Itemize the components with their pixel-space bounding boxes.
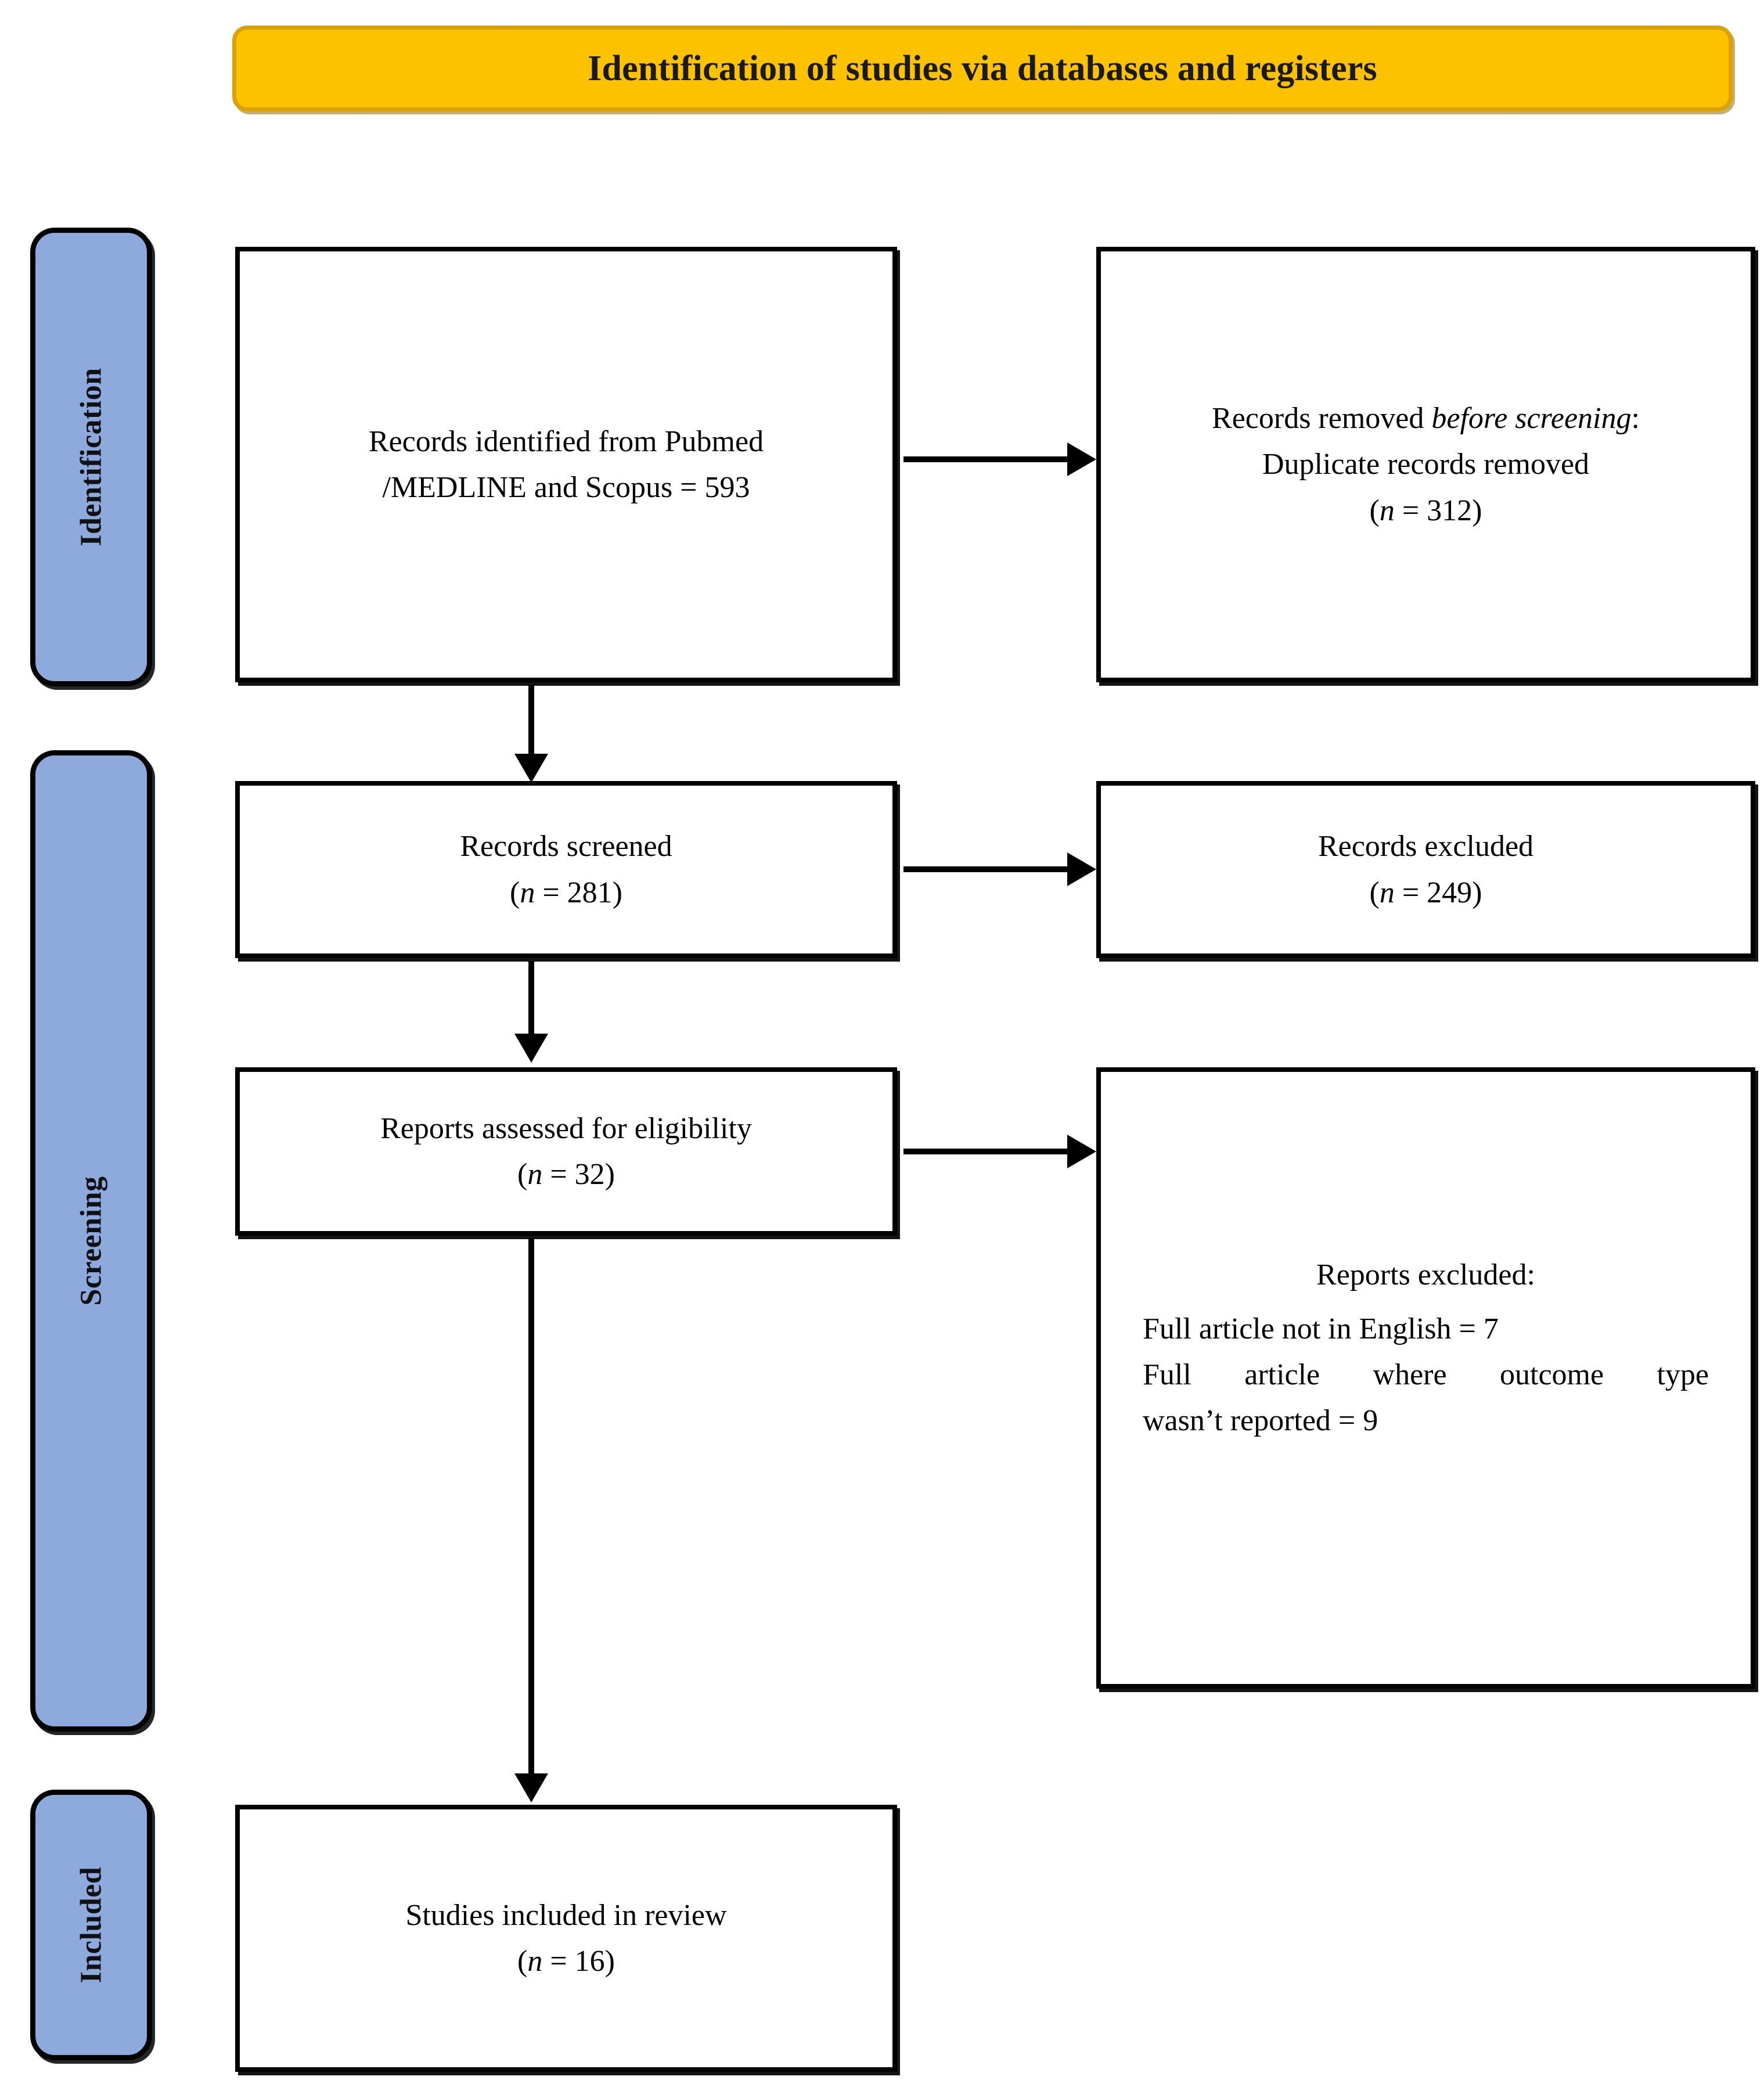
n-value: = 281) (535, 876, 622, 909)
n-value: = 32) (542, 1158, 615, 1191)
records-excluded-count: (n = 249) (1101, 870, 1751, 916)
eligibility-line-1: Reports assessed for eligibility (380, 1111, 752, 1145)
n-symbol: n (520, 876, 535, 909)
node-records-removed: Records removed before screening: Duplic… (1096, 247, 1755, 682)
phase-tab-included: Included (30, 1790, 152, 2060)
eligibility-count: (n = 32) (240, 1151, 892, 1197)
records-identified-line-2: /MEDLINE and Scopus = 593 (382, 471, 750, 504)
records-removed-emphasis: before screening (1431, 402, 1632, 436)
node-reports-assessed-eligibility: Reports assessed for eligibility (n = 32… (235, 1067, 897, 1236)
connector-identified-to-screened (528, 685, 534, 761)
node-studies-included: Studies included in review (n = 16) (235, 1805, 897, 2072)
records-removed-line-2: Duplicate records removed (1262, 448, 1590, 481)
phase-label-screening: Screening (74, 1176, 108, 1306)
connector-eligibility-to-included (528, 1238, 534, 1778)
connector-identified-to-removed (903, 456, 1072, 462)
records-removed-colon: : (1631, 402, 1640, 436)
studies-included-line-1: Studies included in review (405, 1898, 727, 1932)
diagram-title-banner: Identification of studies via databases … (232, 26, 1733, 111)
arrowhead-down-icon (514, 754, 548, 783)
records-excluded-line-1: Records excluded (1317, 830, 1534, 863)
reports-excluded-reason-1: Full article not in English = 7 (1143, 1312, 1499, 1346)
arrowhead-right-icon (1067, 442, 1096, 476)
records-identified-line-1: Records identified from Pubmed (368, 424, 764, 458)
arrowhead-right-icon (1067, 1135, 1096, 1168)
arrowhead-right-icon (1067, 852, 1096, 886)
n-symbol: n (1379, 876, 1395, 909)
reports-excluded-heading: Reports excluded: (1316, 1258, 1535, 1291)
n-value: = 16) (542, 1945, 615, 1978)
n-symbol: n (1379, 494, 1395, 527)
arrowhead-down-icon (514, 1773, 548, 1802)
n-value: = 312) (1394, 494, 1482, 527)
connector-screened-to-records-excluded (903, 866, 1072, 872)
records-removed-line-1: Records removed before screening: (1101, 395, 1751, 441)
paren-open: ( (517, 1158, 528, 1191)
phase-tab-screening: Screening (30, 750, 152, 1732)
phase-tab-identification: Identification (30, 228, 152, 686)
arrowhead-down-icon (514, 1034, 548, 1063)
reports-excluded-reason-2-tail: wasn’t reported = 9 (1143, 1404, 1378, 1438)
records-removed-count: (n = 312) (1101, 488, 1751, 534)
n-value: = 249) (1394, 876, 1482, 909)
node-records-excluded: Records excluded (n = 249) (1096, 781, 1755, 958)
node-reports-excluded: Reports excluded: Full article not in En… (1096, 1067, 1755, 1689)
diagram-title: Identification of studies via databases … (588, 48, 1377, 88)
connector-screened-to-eligibility (528, 961, 534, 1038)
paren-open: ( (1369, 876, 1380, 909)
paren-open: ( (517, 1945, 528, 1978)
paren-open: ( (1369, 494, 1380, 527)
node-records-screened: Records screened (n = 281) (235, 781, 897, 958)
studies-included-count: (n = 16) (240, 1938, 892, 1984)
paren-open: ( (510, 876, 520, 909)
connector-eligibility-to-reports-excluded (903, 1149, 1072, 1154)
records-screened-count: (n = 281) (240, 870, 892, 916)
node-records-identified: Records identified from Pubmed /MEDLINE … (235, 247, 897, 682)
phase-label-identification: Identification (74, 368, 108, 546)
records-screened-line-1: Records screened (460, 830, 672, 863)
n-symbol: n (527, 1945, 543, 1978)
records-removed-prefix: Records removed (1212, 402, 1432, 436)
n-symbol: n (527, 1158, 543, 1191)
reports-excluded-reason-2: Full article where outcome type (1143, 1358, 1709, 1392)
phase-label-included: Included (74, 1866, 108, 1984)
